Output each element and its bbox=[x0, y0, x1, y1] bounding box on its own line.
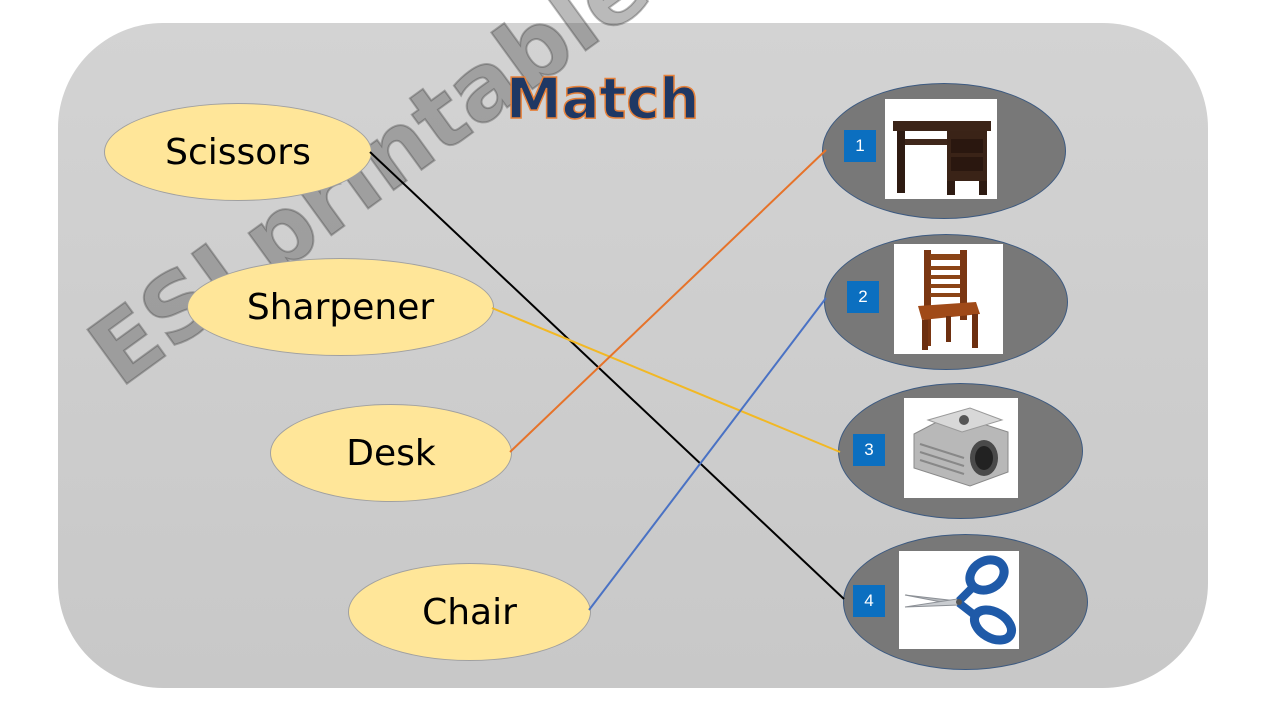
word-oval-desk[interactable]: Desk bbox=[270, 404, 512, 502]
chair-icon bbox=[894, 244, 1003, 354]
number-box-4: 4 bbox=[853, 585, 885, 617]
match-line-scissors-to-4 bbox=[369, 151, 845, 600]
match-line-chair-to-2 bbox=[588, 297, 827, 611]
word-oval-scissors[interactable]: Scissors bbox=[104, 103, 372, 201]
number-box-3: 3 bbox=[853, 434, 885, 466]
desk-icon bbox=[885, 99, 997, 199]
number-box-2: 2 bbox=[847, 281, 879, 313]
number-box-1: 1 bbox=[844, 130, 876, 162]
page-title: Match bbox=[505, 66, 700, 133]
match-line-desk-to-1 bbox=[509, 149, 827, 453]
match-line-sharpener-to-3 bbox=[491, 307, 841, 453]
sharpener-icon bbox=[904, 398, 1018, 498]
word-oval-chair[interactable]: Chair bbox=[348, 563, 591, 661]
scissors-icon bbox=[899, 551, 1019, 649]
word-oval-sharpener[interactable]: Sharpener bbox=[187, 258, 494, 356]
